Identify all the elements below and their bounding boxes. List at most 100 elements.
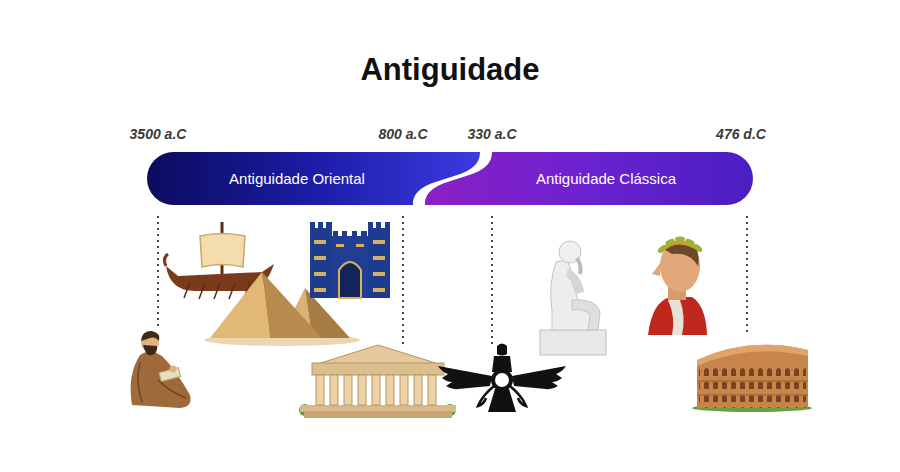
colosseum-illustration <box>699 382 806 395</box>
scribe-illustration <box>138 362 142 402</box>
ishtar-gate-illustration <box>373 256 385 260</box>
era-band-fill <box>425 152 753 205</box>
ishtar-gate-illustration <box>314 272 326 276</box>
parthenon-illustration <box>386 375 394 405</box>
parthenon-illustration <box>344 375 352 405</box>
ishtar-gate-illustration <box>373 240 385 244</box>
caesar-bust <box>693 243 704 253</box>
colosseum-illustration <box>697 345 808 408</box>
pyramids-illustration <box>210 272 270 338</box>
scribe-illustration <box>170 366 177 373</box>
parthenon-illustration <box>300 405 456 412</box>
parthenon-illustration <box>314 345 442 365</box>
parthenon-illustration <box>372 375 380 405</box>
scribe-illustration <box>141 331 159 341</box>
era-name: Antiguidade Clássica <box>480 152 732 205</box>
parthenon-illustration <box>312 363 444 375</box>
ship-illustration <box>200 234 245 268</box>
ship-illustration <box>184 282 190 298</box>
caesar-bust <box>648 237 707 336</box>
era-band: Antiguidade Clássica <box>420 152 753 205</box>
ishtar-gate-illustration <box>326 222 332 229</box>
ishtar-gate-illustration <box>342 231 347 237</box>
date-label: 476 d.C <box>716 126 766 142</box>
faravahar-symbol <box>510 386 526 406</box>
parthenon-illustration <box>316 375 324 405</box>
parthenon-illustration <box>330 375 338 405</box>
parthenon-illustration <box>428 375 436 405</box>
faravahar-symbol <box>488 389 516 412</box>
ishtar-gate-illustration <box>332 236 368 298</box>
diagram-title: Antiguidade <box>0 52 900 88</box>
caesar-bust <box>684 238 695 247</box>
ship-illustration <box>199 283 205 299</box>
colosseum-illustration <box>697 380 808 382</box>
ship-illustration <box>229 283 235 299</box>
ishtar-gate-illustration <box>314 256 326 260</box>
faravahar-symbol <box>497 344 507 356</box>
date-label: 330 a.C <box>467 126 516 142</box>
parthenon-illustration <box>304 411 452 418</box>
ishtar-gate-illustration <box>376 222 381 229</box>
ishtar-gate-illustration <box>310 222 390 237</box>
scribe-illustration <box>158 380 186 398</box>
ishtar-gate-illustration <box>310 222 315 229</box>
scribe-illustration <box>131 331 191 408</box>
parthenon-illustration <box>358 375 366 405</box>
ishtar-gate-illustration <box>373 272 385 276</box>
caesar-bust <box>668 300 684 335</box>
parthenon-illustration <box>316 375 436 405</box>
thinker-statue <box>540 330 606 355</box>
caesar-bust <box>657 244 668 254</box>
date-label: 3500 a.C <box>130 126 187 142</box>
era-name: Antiguidade Oriental <box>147 152 447 205</box>
ishtar-gate-illustration <box>356 244 364 247</box>
date-marker <box>402 216 404 345</box>
faravahar-symbol <box>478 386 494 406</box>
ishtar-gate-illustration <box>333 231 338 237</box>
date-label: 800 a.C <box>378 126 427 142</box>
caesar-bust <box>648 297 707 335</box>
scribe-illustration <box>143 345 157 355</box>
faravahar-symbol <box>493 371 511 389</box>
faravahar-symbol <box>512 366 566 389</box>
ishtar-gate-illustration <box>310 228 332 298</box>
caesar-bust <box>664 238 675 247</box>
ishtar-gate-illustration <box>339 262 361 298</box>
scribe-illustration <box>131 352 191 408</box>
date-marker <box>491 216 493 345</box>
colosseum-illustration <box>692 345 812 412</box>
ship-illustration <box>214 283 220 299</box>
ishtar-gate-illustration <box>368 222 373 229</box>
ishtar-gate-illustration <box>368 228 390 298</box>
colosseum-illustration <box>699 395 806 408</box>
ship-illustration <box>184 282 250 299</box>
ishtar-gate-illustration <box>314 240 385 292</box>
ishtar-gate-illustration <box>310 222 390 298</box>
caesar-bust <box>657 237 704 255</box>
date-marker <box>157 216 159 330</box>
caesar-bust <box>660 240 700 292</box>
ishtar-gate-illustration <box>318 222 323 229</box>
thinker-statue <box>572 300 600 330</box>
parthenon-illustration <box>400 375 408 405</box>
ishtar-gate-illustration <box>314 288 326 292</box>
colosseum-illustration <box>699 368 806 381</box>
date-marker <box>158 216 747 345</box>
parthenon-illustration <box>299 345 456 418</box>
ishtar-gate-illustration <box>373 288 385 292</box>
caesar-bust <box>652 262 661 276</box>
thinker-statue <box>577 258 581 274</box>
caesar-bust <box>675 237 685 242</box>
ishtar-gate-illustration <box>336 244 344 247</box>
thinker-statue <box>540 241 606 355</box>
ishtar-gate-illustration <box>314 240 326 244</box>
colosseum-illustration <box>697 345 808 366</box>
faravahar-symbol <box>438 366 492 389</box>
date-marker <box>746 216 748 335</box>
ishtar-gate-illustration <box>352 231 357 237</box>
parthenon-illustration <box>414 375 422 405</box>
colosseum-illustration <box>697 394 808 396</box>
ishtar-gate-illustration <box>361 231 367 237</box>
